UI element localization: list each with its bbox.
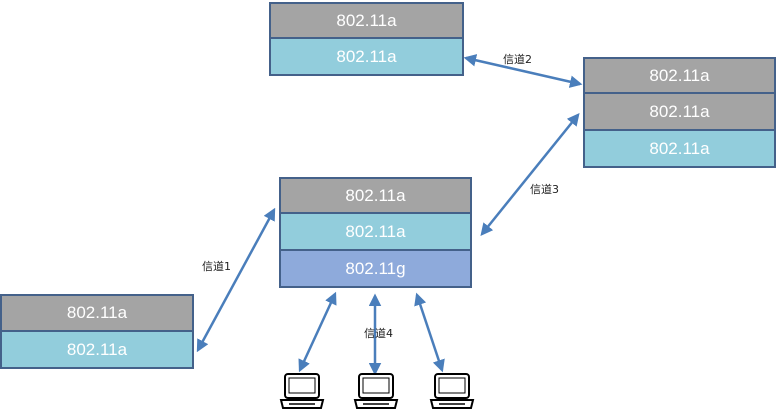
label-channel2: 信道2 xyxy=(503,53,532,66)
link-channel3 xyxy=(480,113,580,236)
node-left: 802.11a 802.11a xyxy=(0,294,194,369)
layer-left-1: 802.11a xyxy=(0,294,194,332)
layer-right-1: 802.11a xyxy=(583,57,776,94)
label-channel3: 信道3 xyxy=(530,183,559,196)
layer-right-3: 802.11a xyxy=(583,131,776,168)
layer-top-1: 802.11a xyxy=(269,2,464,39)
node-top: 802.11a 802.11a xyxy=(269,2,464,76)
link-channel2 xyxy=(463,54,583,88)
label-channel1: 信道1 xyxy=(202,260,231,273)
node-center: 802.11a 802.11a 802.11g xyxy=(279,177,472,288)
layer-top-2: 802.11a xyxy=(269,39,464,76)
link-channel1 xyxy=(196,207,276,353)
laptop-icon xyxy=(353,373,399,409)
link-client-1 xyxy=(298,291,337,373)
label-channel4: 信道4 xyxy=(364,327,393,340)
laptop-icon xyxy=(279,373,325,409)
layer-center-3: 802.11g xyxy=(279,251,472,288)
layer-center-2: 802.11a xyxy=(279,214,472,251)
layer-center-1: 802.11a xyxy=(279,177,472,214)
layer-right-2: 802.11a xyxy=(583,94,776,131)
node-right: 802.11a 802.11a 802.11a xyxy=(583,57,776,168)
layer-left-2: 802.11a xyxy=(0,332,194,369)
laptop-icon xyxy=(429,373,475,409)
link-client-3 xyxy=(414,292,445,373)
